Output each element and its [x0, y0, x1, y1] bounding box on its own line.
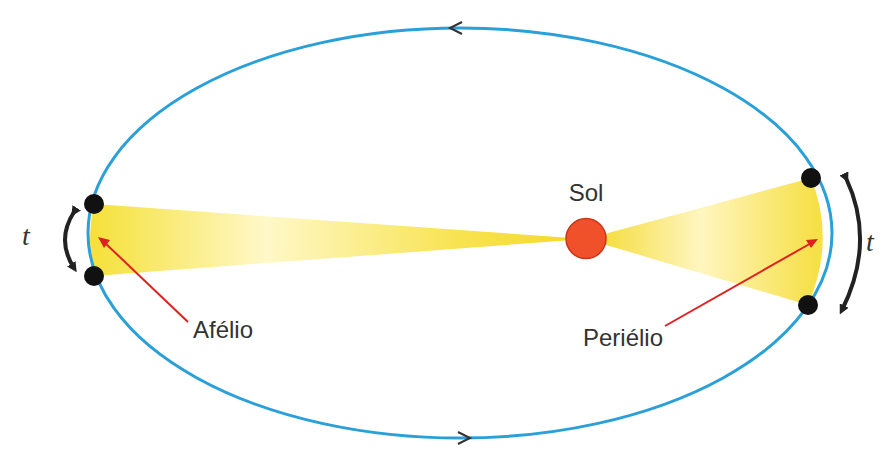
direction-arrow [450, 22, 462, 34]
time-label: t [866, 226, 874, 258]
planet-dot [84, 194, 104, 214]
leader-line [104, 242, 188, 322]
planet-dot [798, 295, 818, 315]
sun-label: Sol [562, 179, 610, 207]
leader-line [665, 242, 813, 326]
direction-arrow [458, 432, 470, 444]
aphelion-label: Afélio [193, 316, 253, 344]
sun-circle [566, 219, 606, 259]
leader-head [98, 237, 110, 248]
swept-area [90, 204, 586, 276]
time-arc [65, 212, 74, 268]
swept-area [586, 178, 823, 305]
time-label: t [22, 220, 30, 252]
orbit-ellipse [88, 28, 832, 438]
perihelion-label: Periélio [583, 324, 663, 352]
planet-dot [84, 266, 104, 286]
leader-head [806, 239, 818, 248]
time-arc [842, 178, 860, 310]
sun-node: Sol [562, 179, 610, 261]
planet-dot [801, 168, 821, 188]
